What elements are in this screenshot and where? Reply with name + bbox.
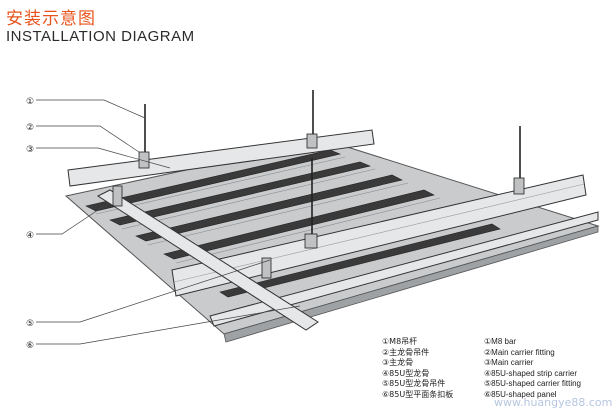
- carrier-fittings: [112, 133, 525, 279]
- cross-carrier: [96, 189, 319, 331]
- legend-en-5: ⑤85U-shaped carrier fitting: [484, 379, 581, 388]
- legend-cn-6: ⑥85U型平面条扣板: [382, 389, 454, 399]
- main-carrier-back: [67, 129, 375, 187]
- legend-row: ③主龙骨 ③Main carrier: [382, 358, 596, 369]
- callout-2: ②: [26, 123, 34, 133]
- legend-row: ②主龙骨吊件 ②Main carrier fitting: [382, 348, 596, 359]
- legend-en-3: ③Main carrier: [484, 358, 534, 367]
- diagram-title-chinese: 安装示意图: [6, 9, 96, 29]
- legend-en-1: ①M8 bar: [484, 337, 517, 346]
- legend-row: ①M8吊杆 ①M8 bar: [382, 337, 596, 348]
- legend-row: ⑥85U型平面条扣板 ⑥85U-shaped panel: [382, 390, 596, 401]
- parts-legend: ①M8吊杆 ①M8 bar ②主龙骨吊件 ②Main carrier fitti…: [382, 337, 596, 400]
- legend-en-2: ②Main carrier fitting: [484, 347, 555, 357]
- m8-hanger-rods: [144, 90, 521, 248]
- legend-cn-4: ④85U型龙骨: [382, 368, 430, 378]
- callout-6: ⑥: [26, 341, 34, 351]
- legend-en-4: ④85U-shaped strip carrier: [484, 368, 577, 378]
- callout-3: ③: [26, 145, 34, 155]
- callout-5: ⑤: [26, 319, 34, 329]
- legend-en-6: ⑥85U-shaped panel: [484, 389, 557, 399]
- callout-markers: ① ② ③ ④ ⑤ ⑥: [26, 97, 34, 351]
- callout-4: ④: [26, 231, 34, 241]
- diagram-title-english: INSTALLATION DIAGRAM: [6, 28, 195, 45]
- legend-cn-3: ③主龙骨: [382, 358, 414, 367]
- legend-row: ⑤85U型龙骨吊件 ⑤85U-shaped carrier fitting: [382, 379, 596, 390]
- legend-cn-1: ①M8吊杆: [382, 337, 418, 346]
- leader-lines: [36, 99, 301, 345]
- bottom-rail: [209, 211, 599, 327]
- main-carrier-front: [171, 174, 587, 297]
- watermark-text: www.huangye88.com: [494, 396, 612, 409]
- legend-row: ④85U型龙骨 ④85U-shaped strip carrier: [382, 369, 596, 380]
- legend-cn-2: ②主龙骨吊件: [382, 347, 430, 357]
- callout-1: ①: [26, 97, 34, 107]
- legend-cn-5: ⑤85U型龙骨吊件: [382, 379, 446, 388]
